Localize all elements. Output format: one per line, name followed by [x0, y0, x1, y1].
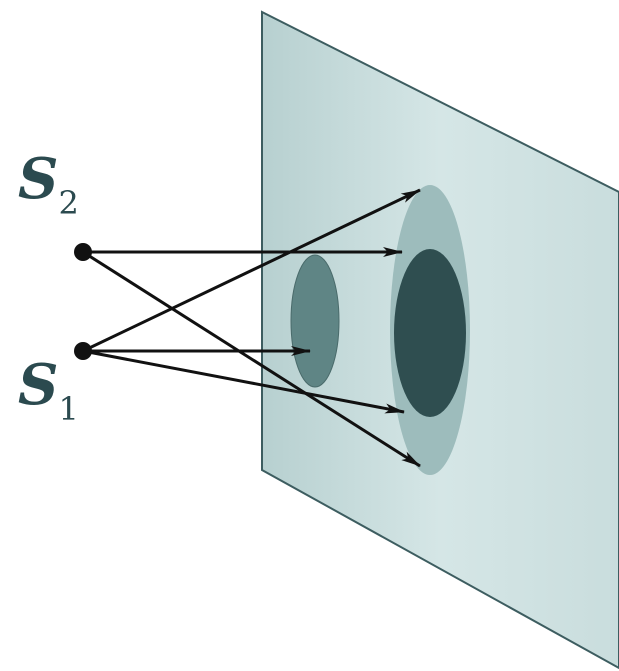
inner-dark-disc — [394, 249, 466, 417]
ray-s1-up — [82, 188, 421, 353]
ray-s1-lower — [82, 349, 405, 414]
label-s1-letter: S — [18, 352, 58, 418]
small-aperture — [290, 254, 340, 388]
label-s1: S1 — [18, 352, 79, 428]
label-s1-subscript: 1 — [58, 390, 78, 428]
label-s2-subscript: 2 — [58, 184, 78, 222]
source-point-s1 — [74, 342, 92, 360]
label-s2-letter: S — [18, 146, 58, 212]
source-point-s2 — [74, 243, 92, 261]
ray-s2-down — [82, 250, 421, 468]
label-s2: S2 — [18, 146, 79, 222]
